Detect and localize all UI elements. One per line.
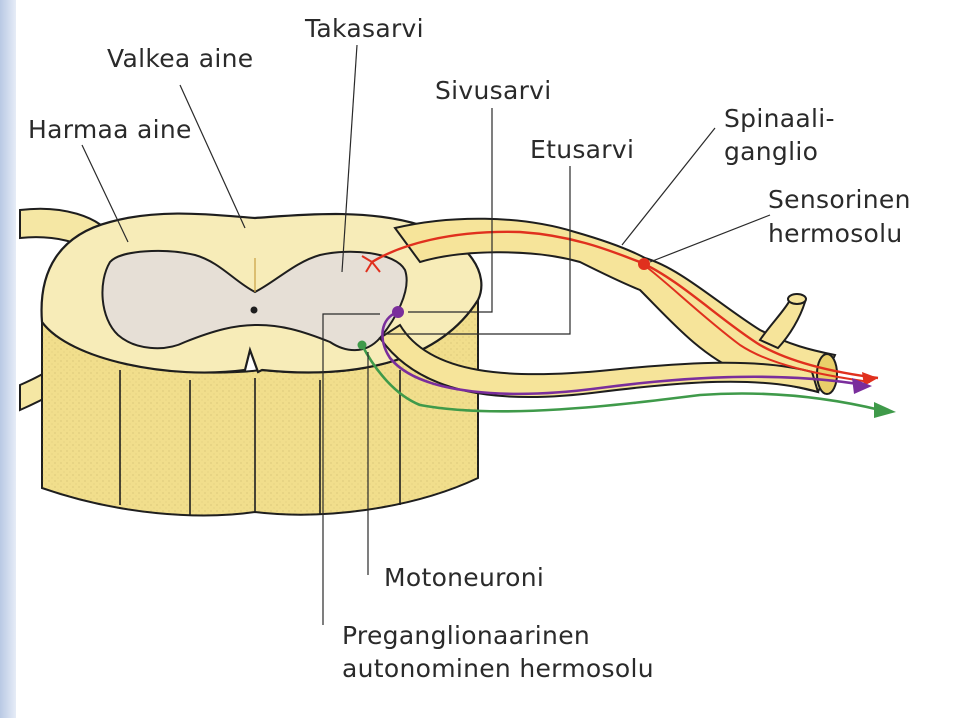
leader-sensorinen: [649, 214, 771, 263]
motor-neuron-cell-body: [357, 340, 367, 350]
spinal-cord-side-shading: [42, 300, 478, 516]
left-gradient-strip: [0, 0, 16, 718]
label-takasarvi: Takasarvi: [305, 14, 424, 43]
leader-takasarvi: [341, 44, 358, 273]
rami-branch: [758, 298, 807, 350]
label-spinaaliganglio-line2: ganglio: [724, 137, 819, 166]
label-spinaaliganglio-line1: Spinaali-: [724, 104, 835, 133]
sensory-neuron-dendrite: [361, 255, 381, 273]
label-etusarvi: Etusarvi: [530, 135, 635, 164]
column-ridges: [119, 370, 401, 515]
label-preganglionaarinen-line2: autonominen hermosolu: [342, 654, 654, 683]
label-motoneuroni: Motoneuroni: [384, 563, 545, 592]
label-sivusarvi: Sivusarvi: [435, 76, 552, 105]
red-arrowhead: [862, 372, 878, 386]
leader-harmaa-aine: [81, 144, 129, 243]
leader-valkea-aine: [179, 84, 246, 229]
label-valkea-aine: Valkea aine: [107, 44, 254, 73]
sensory-neuron-branch: [639, 261, 871, 383]
leader-etusarvi: [385, 166, 571, 335]
motor-neuron-path: [360, 344, 881, 413]
label-preganglionaarinen-line1: Preganglionaarinen: [342, 621, 591, 650]
purple-arrowhead: [852, 378, 872, 394]
branch-cut-end: [787, 293, 807, 305]
central-canal: [250, 306, 258, 314]
leader-sivusarvi: [408, 108, 493, 313]
preganglionic-neuron-path: [381, 310, 859, 396]
green-arrowhead: [874, 402, 896, 418]
leader-preganglionaarinen: [322, 313, 380, 625]
label-harmaa-aine: Harmaa aine: [28, 115, 192, 144]
leader-lines: [81, 44, 771, 625]
sensory-neuron-cell-body: [638, 258, 650, 270]
preganglionic-cell-body: [392, 306, 404, 318]
leader-spinaaliganglio: [621, 127, 716, 246]
label-sensorinen-line1: Sensorinen: [768, 185, 911, 214]
label-sensorinen-line2: hermosolu: [768, 219, 903, 248]
